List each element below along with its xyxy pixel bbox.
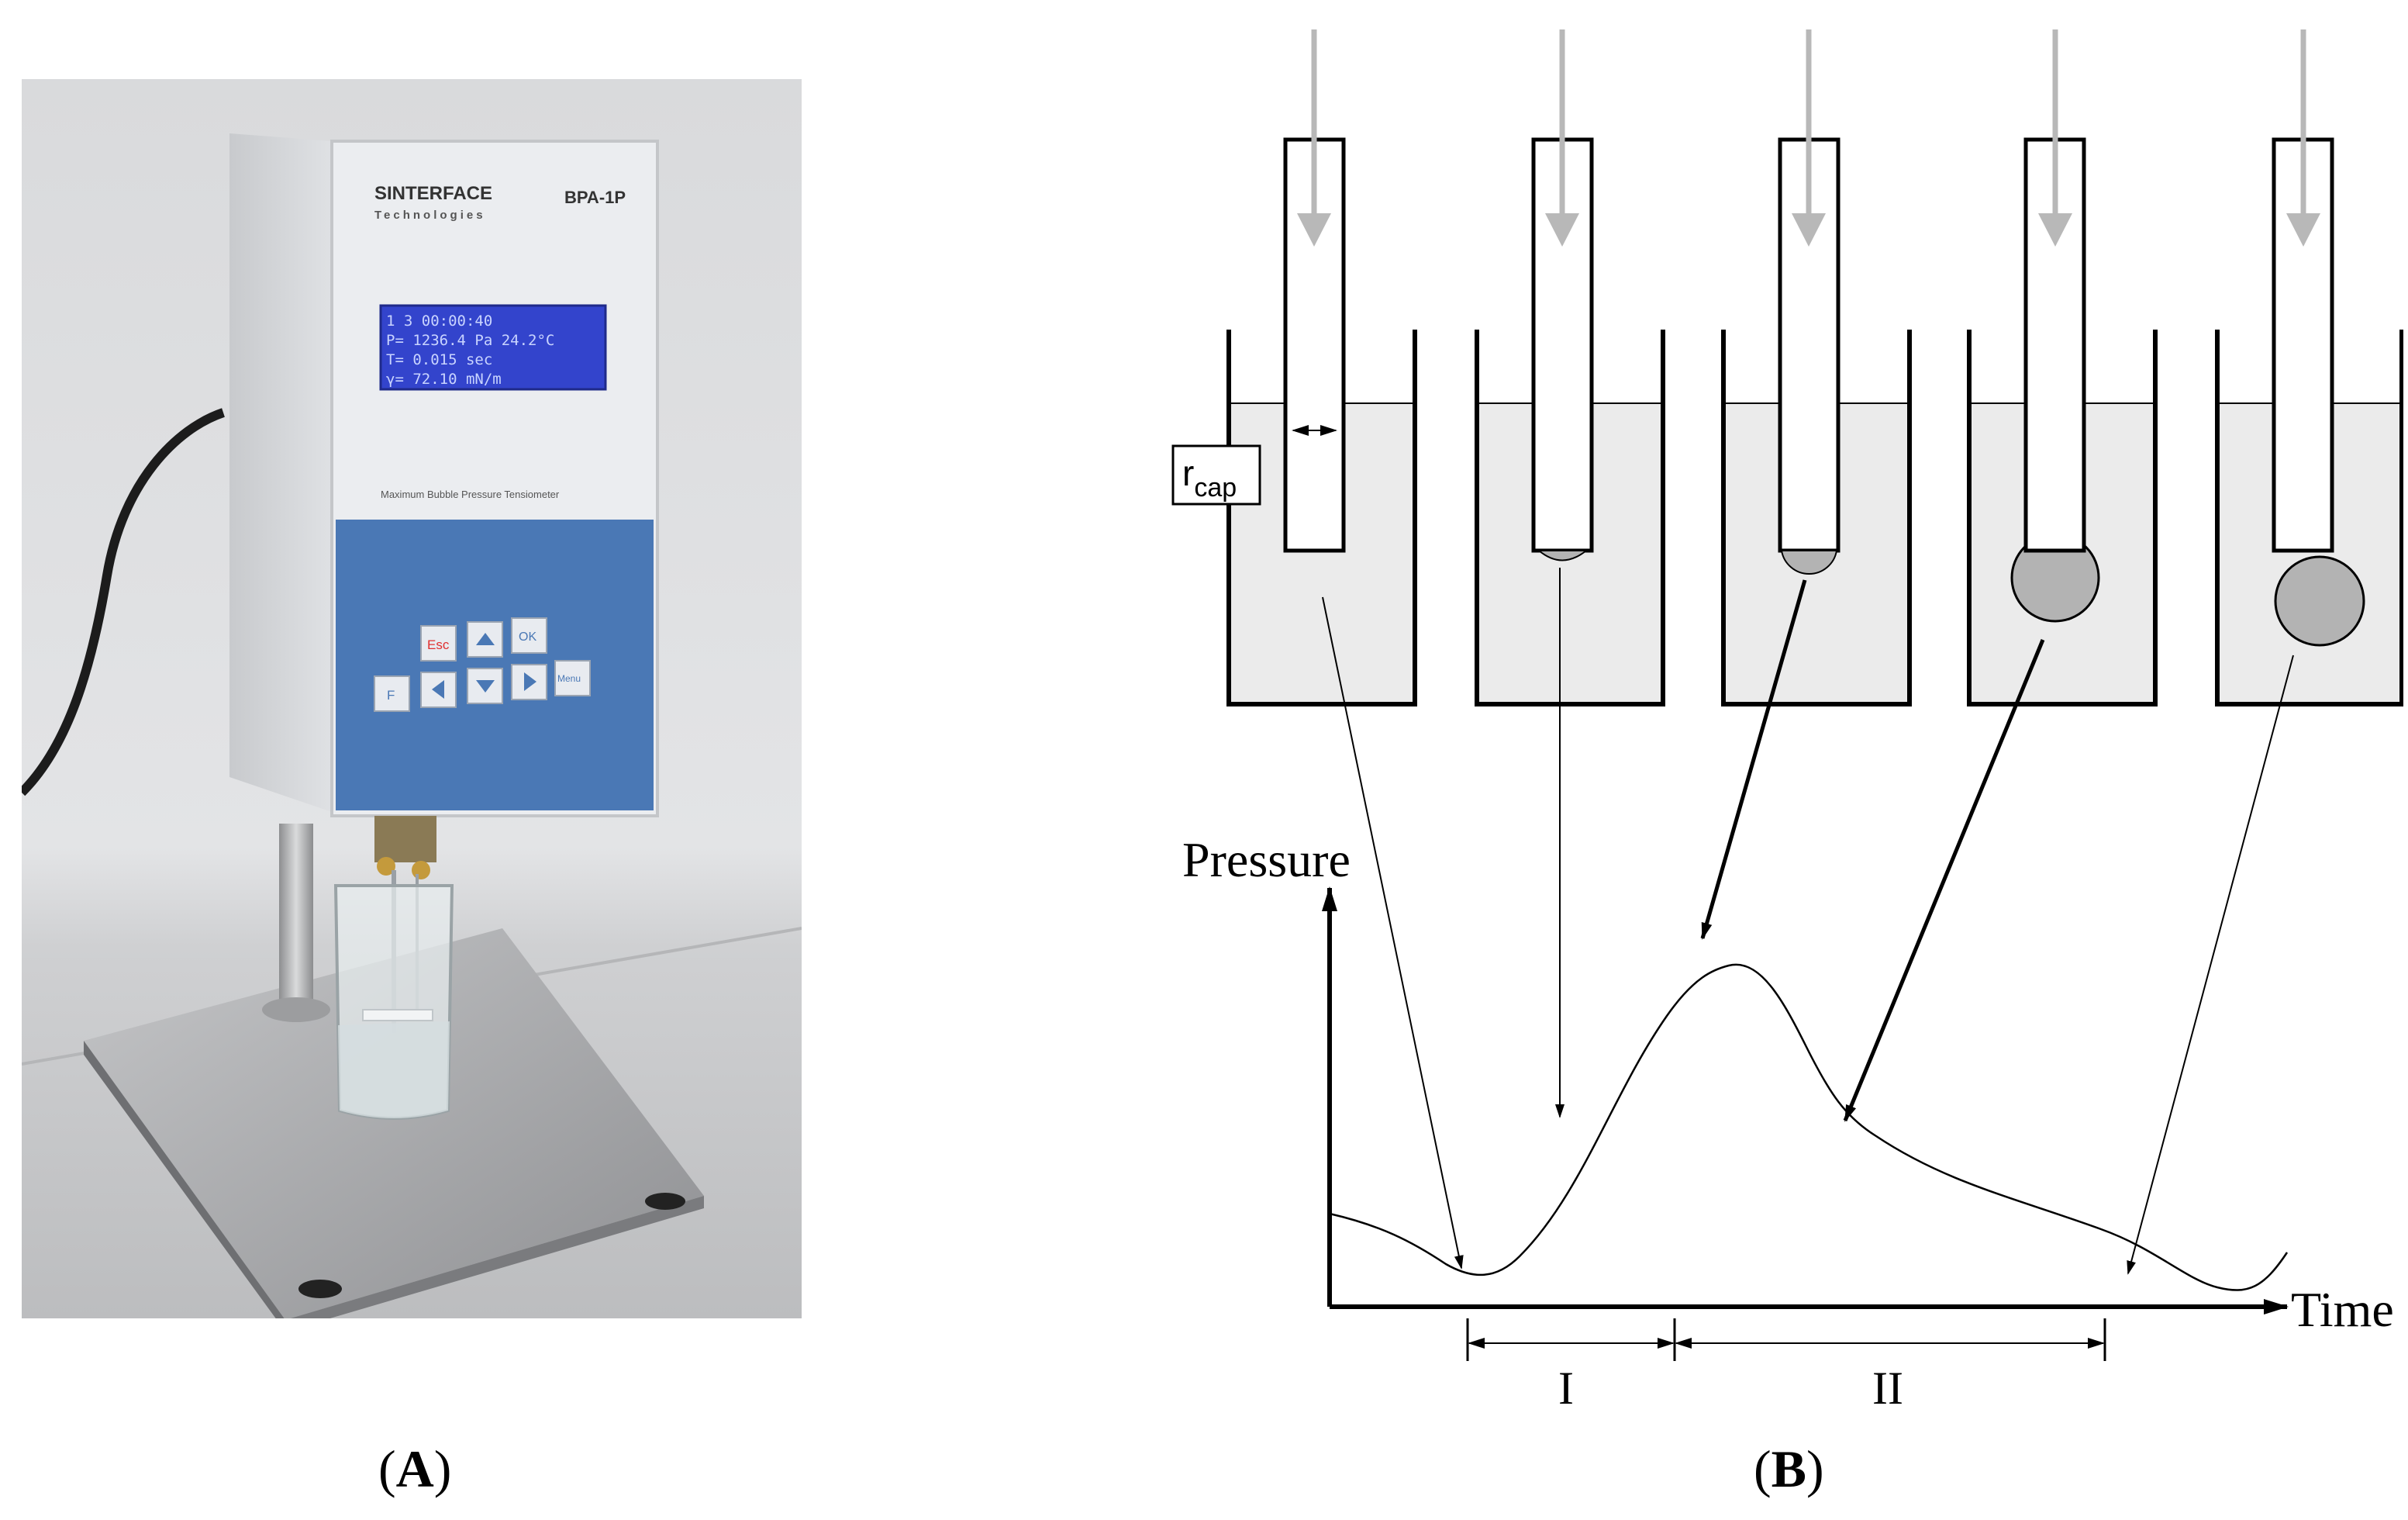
keypad: Esc OK F Menu xyxy=(374,617,591,712)
keypad-panel xyxy=(336,520,654,810)
bubble-5 xyxy=(2274,555,2365,647)
device-subtitle: Maximum Bubble Pressure Tensiometer xyxy=(381,489,560,500)
r-cap-box xyxy=(1171,444,1261,506)
base-plate xyxy=(84,928,704,1320)
diagram-svg: rcap xyxy=(1171,29,2404,1414)
beaker-wall-1 xyxy=(1226,330,1417,706)
beaker-stage-2 xyxy=(1475,29,1665,706)
r-cap-label: rcap xyxy=(1182,453,1237,503)
esc-key xyxy=(420,625,457,662)
bubble-3 xyxy=(1780,550,1838,575)
beaker-stage-4 xyxy=(1967,29,2158,706)
caption-a: (A) xyxy=(378,1439,452,1498)
x-axis-label: Time xyxy=(2291,1282,2394,1337)
f-key xyxy=(374,675,410,712)
ok-key-label: OK xyxy=(519,630,536,644)
pressure-curve xyxy=(1329,963,2289,1291)
left-arrow-icon xyxy=(432,680,444,699)
f-key-label: F xyxy=(387,688,395,703)
ok-key xyxy=(511,617,547,654)
lcd-line-2: P= 1236.4 Pa 24.2°C xyxy=(386,332,554,349)
bubble-2 xyxy=(1537,550,1589,561)
caption-b: (B) xyxy=(1754,1439,1824,1498)
lcd-line-4: γ= 72.10 mN/m xyxy=(386,371,502,388)
tensiometer-illustration: SINTERFACE Technologies BPA-1P 1 3 00:00… xyxy=(18,79,802,1332)
beaker-stage-3 xyxy=(1721,29,1912,706)
menu-key-label: Menu xyxy=(557,673,581,684)
esc-key-label: Esc xyxy=(427,637,450,652)
right-arrow-icon xyxy=(524,672,536,691)
lcd-line-1: 1 3 00:00:40 xyxy=(386,313,492,330)
housing-side xyxy=(229,133,332,812)
stand-rod xyxy=(279,824,313,1010)
brand-label: SINTERFACE xyxy=(374,183,492,204)
beaker-stage-1 xyxy=(1226,29,1417,706)
lcd-display xyxy=(379,304,607,391)
beaker-stage-5 xyxy=(2215,29,2404,706)
up-arrow-icon xyxy=(476,633,495,645)
interval-1-label: I xyxy=(1558,1363,1574,1411)
power-cable xyxy=(18,408,225,796)
brand-sub-label: Technologies xyxy=(374,209,486,222)
interval-2-label: II xyxy=(1872,1363,1903,1411)
y-axis-label: Pressure xyxy=(1182,832,1351,887)
link-arrow-5 xyxy=(2127,655,2294,1275)
lcd-line-3: T= 0.015 sec xyxy=(386,351,492,368)
caption-a-letter: A xyxy=(395,1439,434,1498)
tensiometer-photo: SINTERFACE Technologies BPA-1P 1 3 00:00… xyxy=(18,79,802,1332)
model-label: BPA-1P xyxy=(564,188,626,207)
link-arrow-4 xyxy=(1843,639,2045,1122)
link-arrow-1 xyxy=(1322,596,1464,1270)
link-arrow-3 xyxy=(1700,579,1807,940)
down-arrow-icon xyxy=(476,680,495,693)
probe-holder xyxy=(374,816,436,862)
caption-b-letter: B xyxy=(1771,1439,1807,1498)
bubble-pressure-diagram: rcap xyxy=(1147,16,2404,1414)
menu-key xyxy=(554,660,591,696)
